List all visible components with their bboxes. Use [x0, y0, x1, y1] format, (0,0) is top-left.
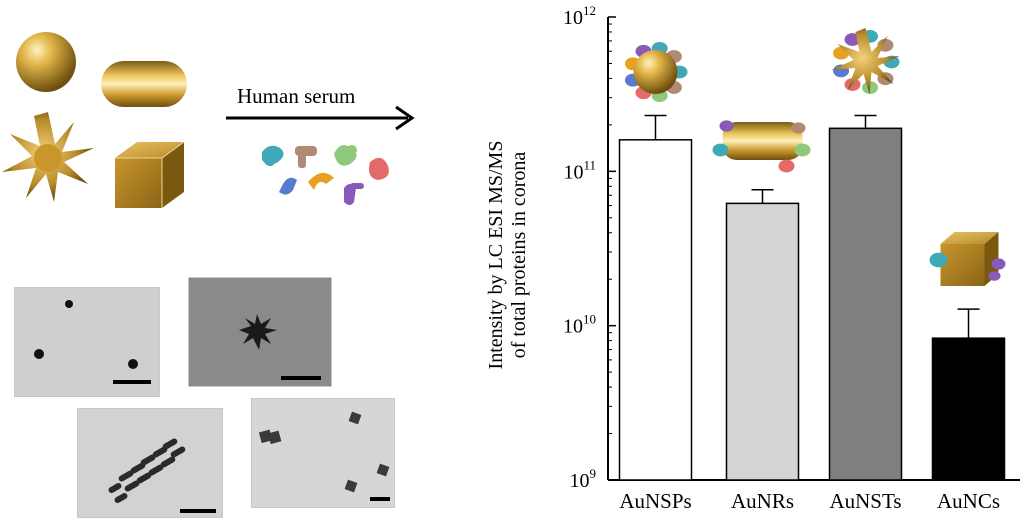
protein-corona-rod-icon: [712, 120, 811, 173]
gold-nanorod-icon: [101, 61, 187, 107]
bar-aunsps: [618, 139, 693, 481]
x-tick-label: AuNSPs: [619, 489, 691, 513]
scale-bar: [180, 509, 216, 513]
schematic-svg: [2, 32, 415, 208]
serum-proteins-icon: [262, 145, 389, 205]
bar-aunsts: [828, 127, 903, 481]
tem-image-stars: [188, 277, 332, 387]
y-axis-label-line1: Intensity by LC ESI MS/MS: [485, 141, 507, 370]
tem-image-spheres: [14, 287, 160, 397]
protein-corona-star-icon: [831, 28, 900, 95]
scale-bar: [113, 380, 151, 384]
tem-image-rods: [77, 408, 223, 518]
y-axis-label-line2: of total proteins in corona: [508, 152, 530, 359]
scale-bar: [281, 376, 321, 380]
gold-nanocube-icon: [115, 141, 185, 208]
chart-panel: Intensity by LC ESI MS/MS of total prote…: [470, 0, 1025, 517]
arrow-icon: [226, 105, 415, 131]
x-tick-label: AuNRs: [731, 489, 794, 513]
scale-bar: [370, 497, 390, 501]
schematic-panel: Human serum: [0, 0, 470, 518]
bar-auncs: [931, 337, 1006, 481]
y-tick-label: 1011: [563, 157, 596, 183]
arrow-label: Human serum: [237, 84, 356, 108]
protein-corona-sphere-icon: [624, 41, 688, 103]
y-tick-label: 1012: [563, 3, 596, 29]
bar-chart: Intensity by LC ESI MS/MS of total prote…: [485, 3, 1020, 513]
tem-image-cubes: [251, 398, 395, 508]
bar-aunrs: [725, 202, 800, 481]
x-tick-label: AuNCs: [937, 489, 1000, 513]
protein-corona-cube-icon: [929, 232, 1006, 286]
gold-nanosphere-icon: [16, 32, 76, 92]
y-tick-label: 109: [570, 466, 597, 492]
gold-nanostar-icon: [2, 112, 94, 202]
y-tick-label: 1010: [563, 312, 596, 338]
x-tick-label: AuNSTs: [829, 489, 901, 513]
